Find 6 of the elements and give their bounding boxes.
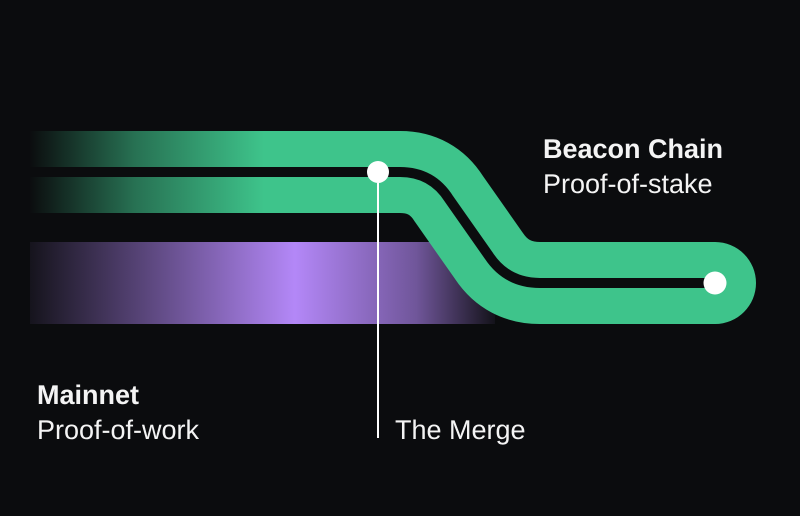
chain-heading: Mainnet (37, 379, 140, 412)
chain-subheading: Proof-of-stake (543, 168, 713, 201)
leader-line (377, 183, 379, 438)
event-label: The Merge (380, 413, 526, 448)
chain-subheading: Proof-of-work (37, 414, 200, 447)
chain-heading: Beacon Chain (543, 133, 724, 166)
